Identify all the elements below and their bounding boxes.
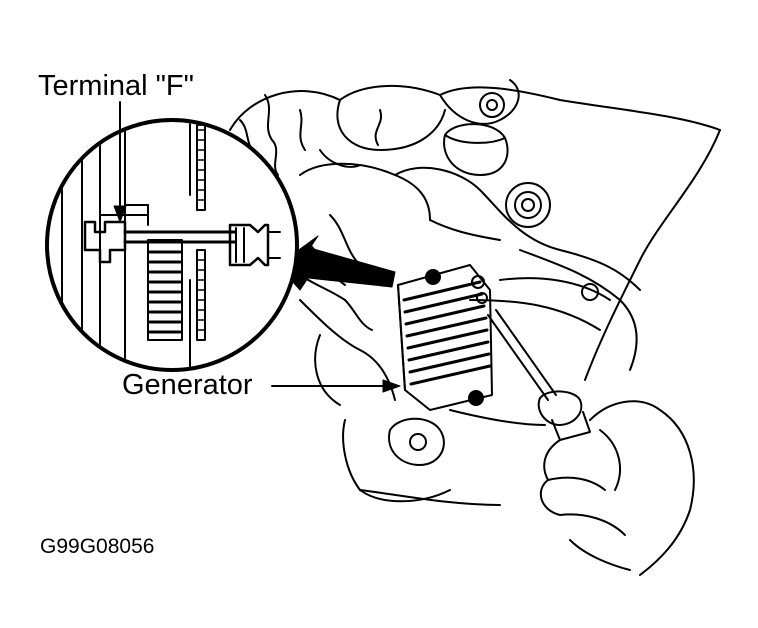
terminal-leader [113, 101, 127, 223]
hand [539, 400, 695, 576]
terminal-f-label: Terminal "F" [38, 70, 194, 102]
voltage-regulator [397, 264, 493, 411]
figure-code: G99G08056 [40, 535, 155, 558]
inset-magnifier [45, 118, 299, 372]
engine-housing [229, 79, 721, 506]
generator-label: Generator [122, 369, 253, 401]
screwdriver [487, 309, 591, 441]
generator-leader [271, 379, 401, 393]
